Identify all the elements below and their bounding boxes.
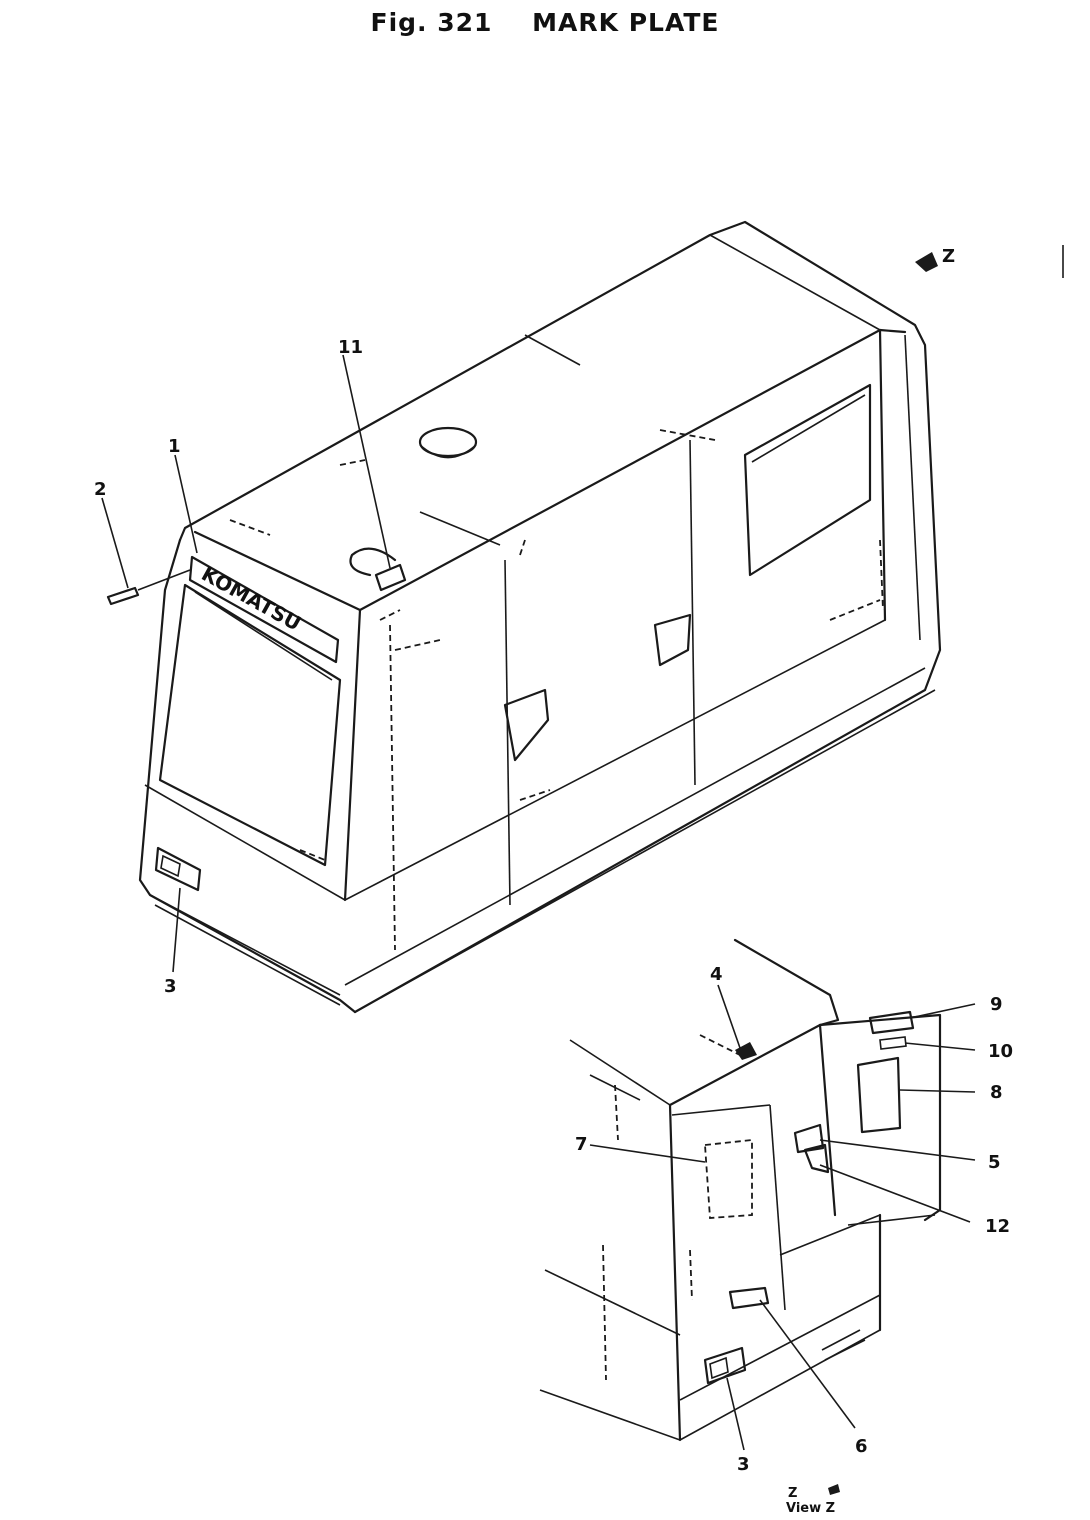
bolt-4 [735,1042,757,1060]
plate-12 [803,1143,830,1174]
machine-body-view-z [539,938,942,1442]
plate-9 [868,1010,915,1035]
callout-3-view-z: 3 [737,1454,750,1475]
callout-1: 1 [168,436,181,457]
figure-name: MARK PLATE [532,8,720,37]
plate-8 [856,1056,902,1134]
callout-6: 6 [855,1436,868,1457]
view-caption-letter: Z [788,1486,797,1501]
view-z-arrow-icon [915,245,1064,278]
komatsu-brand-plate: KOMATSU [188,555,340,664]
plate-10 [879,1036,907,1050]
emblem-plate-rear [703,1346,747,1385]
view-caption-arrow-icon [828,1484,840,1495]
plate-6 [728,1286,770,1310]
emblem-plate-front [154,846,202,892]
leader-lines-main [101,354,391,973]
view-z-parts [703,1010,915,1385]
plate-7 [704,1138,753,1219]
plate-5 [793,1123,825,1154]
screw-part [106,569,191,606]
callout-5: 5 [988,1152,1001,1173]
leader-lines-view-z [589,984,976,1451]
callout-3-main: 3 [164,976,177,997]
callout-8: 8 [990,1082,1003,1103]
callout-2: 2 [94,479,107,500]
figure-title: Fig. 321 MARK PLATE [0,8,1090,37]
callout-4: 4 [710,964,723,985]
top-label-plate [374,563,407,592]
view-arrow-label: Z [942,246,955,267]
callout-11: 11 [338,337,363,358]
callout-12: 12 [985,1216,1010,1237]
callout-10: 10 [988,1041,1013,1062]
callout-7: 7 [575,1134,588,1155]
figure-number: Fig. 321 [370,8,493,37]
view-caption-text: View Z [786,1501,835,1516]
callout-9: 9 [990,994,1003,1015]
machine-body-main [138,220,942,1014]
